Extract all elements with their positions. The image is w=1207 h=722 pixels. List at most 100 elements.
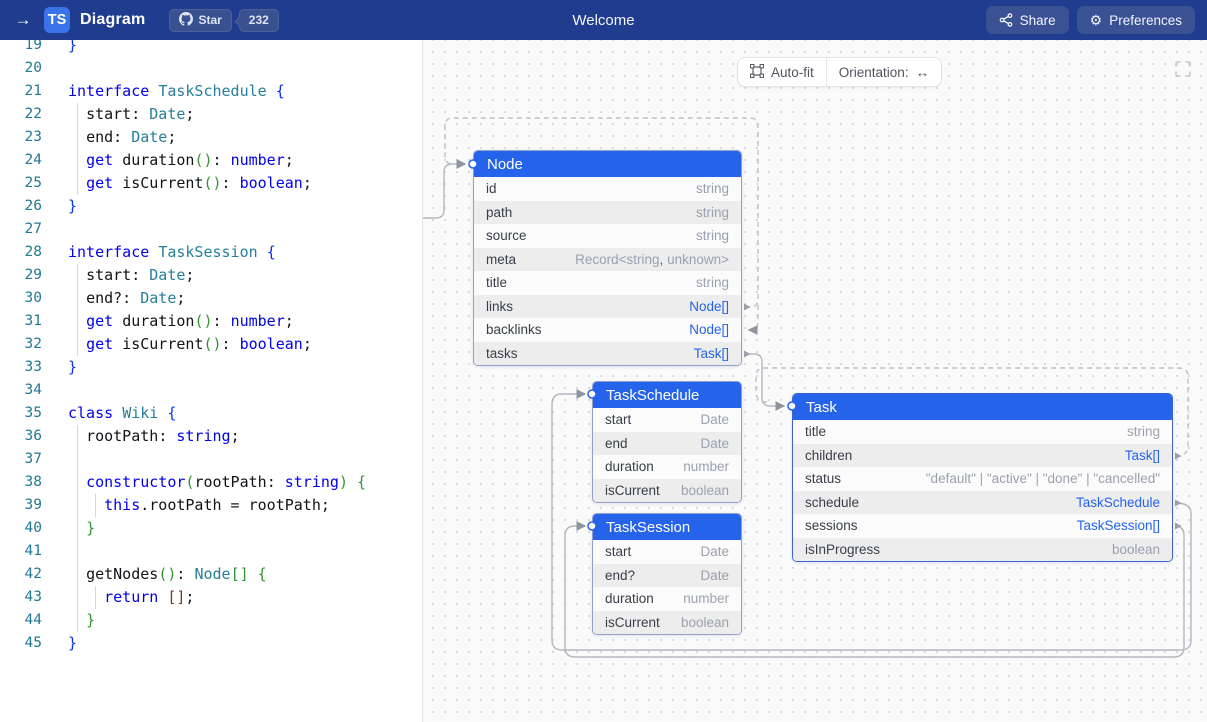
code-line[interactable]: 30 end?: Date; [0, 287, 422, 310]
github-star-count[interactable]: 232 [238, 8, 279, 32]
type-text: string [695, 228, 729, 244]
github-star-button[interactable]: Star [169, 8, 232, 32]
property-type: Task[] [1125, 448, 1160, 463]
github-star-widget[interactable]: Star 232 [169, 8, 279, 32]
code-line[interactable]: 39 this.rootPath = rootPath; [0, 494, 422, 517]
orientation-button[interactable]: Orientation: ↔ [825, 58, 941, 86]
class-title[interactable]: TaskSchedule [593, 382, 741, 408]
type-text: boolean [1111, 541, 1160, 557]
property-type: number [683, 591, 729, 606]
edge-dashed [747, 305, 759, 335]
code-line[interactable]: 19} [0, 40, 422, 57]
property-name: meta [486, 251, 517, 267]
property-type: Task[] [694, 346, 729, 361]
line-number: 27 [24, 221, 42, 237]
github-star-label: Star [198, 13, 222, 27]
code-line[interactable]: 23 end: Date; [0, 126, 422, 149]
code-line[interactable]: 36 rootPath: string; [0, 425, 422, 448]
code-line[interactable]: 33} [0, 356, 422, 379]
share-button[interactable]: Share [985, 6, 1069, 34]
code-line[interactable]: 44 } [0, 609, 422, 632]
type-link[interactable]: TaskSchedule [1075, 494, 1160, 510]
auto-fit-button[interactable]: Auto-fit [738, 58, 826, 86]
type-link[interactable]: Task[] [693, 345, 729, 361]
code-line[interactable]: 25 get isCurrent(): boolean; [0, 172, 422, 195]
code-line[interactable]: 22 start: Date; [0, 103, 422, 126]
line-number: 29 [24, 267, 42, 283]
code-text: get duration(): number; [42, 149, 422, 172]
code-line[interactable]: 31 get duration(): number; [0, 310, 422, 333]
code-line[interactable]: 26} [0, 195, 422, 218]
code-line[interactable]: 40 } [0, 517, 422, 540]
property-name: sessions [805, 518, 858, 534]
line-number: 26 [24, 198, 42, 214]
indent-guide [95, 494, 96, 517]
line-number: 21 [24, 83, 42, 99]
collapse-panel-arrow-icon[interactable]: → [14, 10, 32, 29]
line-number: 44 [24, 612, 42, 628]
class-title[interactable]: Task [793, 394, 1172, 420]
code-line[interactable]: 32 get isCurrent(): boolean; [0, 333, 422, 356]
code-text: end?: Date; [42, 287, 422, 310]
code-line[interactable]: 45} [0, 632, 422, 655]
type-link[interactable]: Node[] [689, 298, 729, 314]
code-text: interface TaskSession { [68, 243, 276, 261]
type-text: string [695, 204, 729, 220]
code-line[interactable]: 41 [0, 540, 422, 563]
code-line[interactable]: 38 constructor(rootPath: string) { [0, 471, 422, 494]
code-line[interactable]: 21 interface TaskSchedule { [0, 80, 422, 103]
code-line[interactable]: 27 [0, 218, 422, 241]
property-row: sessions TaskSession[] [793, 514, 1172, 538]
type-text: Record<string [575, 251, 660, 267]
code-line[interactable]: 37 [0, 448, 422, 471]
code-line[interactable]: 20 [0, 57, 422, 80]
indent-guide [77, 517, 78, 540]
class-title[interactable]: Node [474, 151, 741, 177]
code-text [42, 448, 422, 471]
code-editor[interactable]: 19}20 21 interface TaskSchedule { 22 start:… [0, 40, 423, 722]
fullscreen-icon[interactable] [1174, 60, 1192, 78]
code-text: constructor(rootPath: string) { [42, 471, 422, 494]
property-type: string [1127, 424, 1160, 439]
class-title[interactable]: TaskSession [593, 514, 741, 540]
preferences-button[interactable]: ⚙ Preferences [1076, 6, 1195, 34]
type-text: "default" | "active" | "done" | "cancell… [925, 471, 1160, 487]
code-text: start: Date; [42, 103, 422, 126]
type-link[interactable]: Task[] [1124, 447, 1160, 463]
type-link[interactable]: TaskSession[] [1076, 518, 1160, 534]
code-line[interactable]: 42 getNodes(): Node[] { [0, 563, 422, 586]
code-line[interactable]: 29 start: Date; [0, 264, 422, 287]
indent-guide [77, 333, 78, 356]
code-text [42, 379, 422, 402]
property-name: links [486, 298, 514, 314]
code-text: get duration(): number; [42, 310, 422, 333]
code-line[interactable]: 24 get duration(): number; [0, 149, 422, 172]
type-text: unknown> [663, 251, 729, 267]
code-text [42, 540, 422, 563]
code-line[interactable]: 43 return []; [0, 586, 422, 609]
property-type: Date [700, 544, 729, 559]
type-text: boolean [680, 614, 729, 630]
code-text: interface TaskSchedule { [68, 82, 285, 100]
type-link[interactable]: Node[] [689, 322, 729, 338]
type-text: Date [700, 412, 729, 428]
code-lines[interactable]: 19}20 21 interface TaskSchedule { 22 start:… [0, 40, 422, 655]
code-text: } [42, 517, 422, 540]
code-line[interactable]: 34 [0, 379, 422, 402]
row-out-port [1175, 522, 1182, 530]
code-text: } [68, 634, 78, 652]
